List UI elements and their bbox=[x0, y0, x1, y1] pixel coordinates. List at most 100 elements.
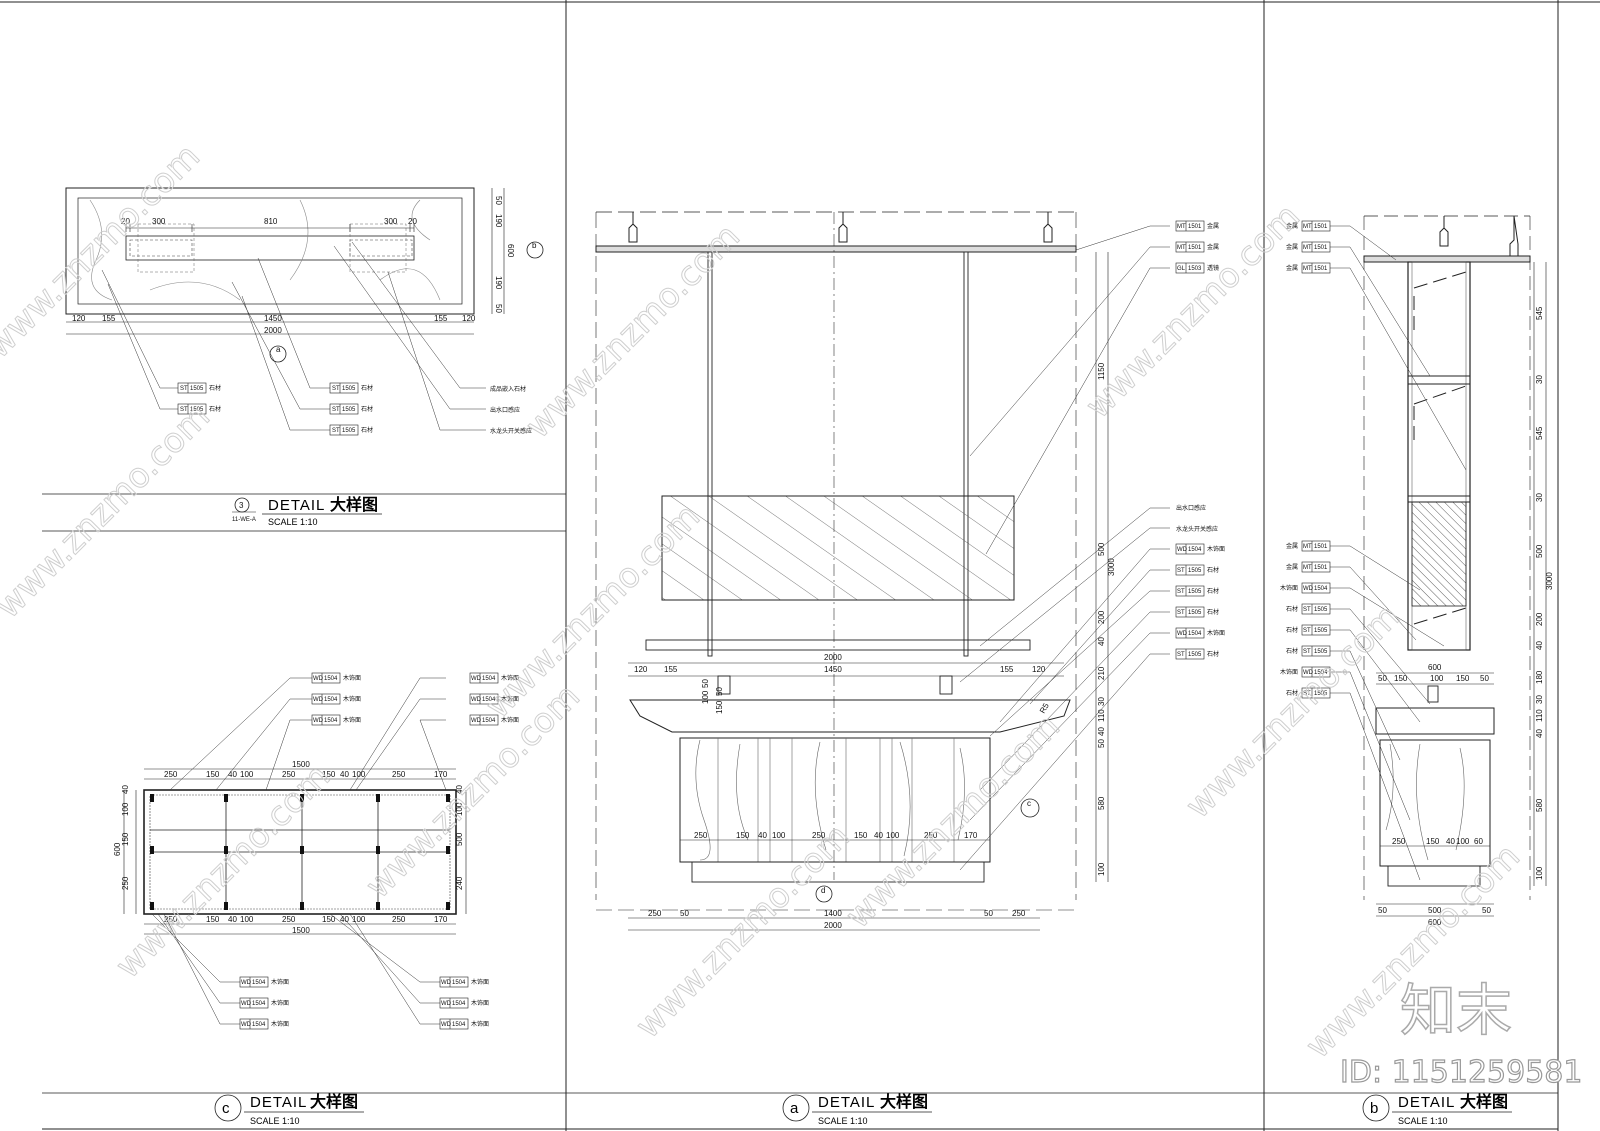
svg-text:MT: MT bbox=[1303, 544, 1312, 550]
svg-text:580: 580 bbox=[1535, 798, 1544, 812]
svg-text:WD: WD bbox=[1177, 547, 1188, 553]
svg-text:WD: WD bbox=[313, 676, 324, 682]
dim-label: 120 bbox=[72, 314, 86, 323]
dim-label: 1450 bbox=[264, 314, 282, 323]
svg-text:1505: 1505 bbox=[1188, 652, 1202, 658]
svg-text:1504: 1504 bbox=[452, 1022, 466, 1028]
svg-text:1500: 1500 bbox=[292, 926, 310, 935]
svg-text:100: 100 bbox=[352, 770, 366, 779]
dim-label: 50 bbox=[494, 304, 503, 313]
mirror-section bbox=[1411, 501, 1467, 607]
dim-label: 20 bbox=[121, 217, 130, 226]
svg-text:1450: 1450 bbox=[824, 665, 842, 674]
detail-scale: SCALE 1:10 bbox=[268, 517, 318, 527]
svg-text:WD: WD bbox=[241, 1001, 252, 1007]
svg-text:WD: WD bbox=[441, 980, 452, 986]
dim-label: 190 bbox=[494, 214, 503, 228]
svg-text:1501: 1501 bbox=[1314, 266, 1328, 272]
svg-text:1504: 1504 bbox=[452, 980, 466, 986]
svg-text:ST: ST bbox=[332, 428, 340, 434]
svg-text:1501: 1501 bbox=[1188, 245, 1202, 251]
svg-text:150: 150 bbox=[206, 915, 220, 924]
detail-scale: SCALE 1:10 bbox=[1398, 1116, 1448, 1126]
svg-text:250: 250 bbox=[392, 770, 406, 779]
svg-text:1504: 1504 bbox=[452, 1001, 466, 1007]
svg-text:石材: 石材 bbox=[1207, 608, 1219, 616]
svg-text:40: 40 bbox=[1097, 637, 1106, 646]
dim-label: 190 bbox=[494, 276, 503, 290]
detail-scale: SCALE 1:10 bbox=[250, 1116, 300, 1126]
svg-text:50: 50 bbox=[680, 909, 689, 918]
svg-text:155: 155 bbox=[664, 665, 678, 674]
brand-id: ID: 1151259581 bbox=[1340, 1055, 1582, 1090]
svg-text:木饰面: 木饰面 bbox=[343, 716, 361, 724]
svg-text:545: 545 bbox=[1535, 306, 1544, 320]
svg-text:250: 250 bbox=[121, 876, 130, 890]
svg-text:金属: 金属 bbox=[1286, 542, 1298, 550]
svg-text:金属: 金属 bbox=[1207, 243, 1219, 251]
detail-bubble-a bbox=[782, 1094, 810, 1122]
svg-text:50: 50 bbox=[1482, 906, 1491, 915]
svg-text:100: 100 bbox=[701, 690, 710, 704]
svg-text:250: 250 bbox=[392, 915, 406, 924]
svg-text:40: 40 bbox=[874, 831, 883, 840]
svg-text:ST: ST bbox=[1303, 691, 1311, 697]
section-marker-label: b bbox=[532, 241, 537, 250]
svg-text:木饰面: 木饰面 bbox=[271, 999, 289, 1007]
svg-text:ST: ST bbox=[332, 386, 340, 392]
svg-text:WD: WD bbox=[441, 1022, 452, 1028]
svg-text:30: 30 bbox=[1535, 493, 1544, 502]
svg-text:石材: 石材 bbox=[1286, 626, 1298, 634]
svg-text:WD: WD bbox=[1177, 631, 1188, 637]
svg-text:1501: 1501 bbox=[1314, 565, 1328, 571]
svg-text:1504: 1504 bbox=[1314, 586, 1328, 592]
section-marker-c[interactable] bbox=[1020, 798, 1040, 818]
svg-text:MT: MT bbox=[1303, 565, 1312, 571]
svg-text:40: 40 bbox=[1446, 837, 1455, 846]
svg-text:1504: 1504 bbox=[252, 1022, 266, 1028]
mirror-panel bbox=[661, 495, 1015, 601]
svg-text:600: 600 bbox=[1428, 918, 1442, 927]
svg-text:180: 180 bbox=[1535, 670, 1544, 684]
watermark-layer: www.znzmo.com www.znzmo.com www.znzmo.co… bbox=[0, 136, 1528, 1067]
svg-text:600: 600 bbox=[1428, 663, 1442, 672]
svg-text:250: 250 bbox=[694, 831, 708, 840]
svg-text:c: c bbox=[1027, 799, 1031, 808]
svg-text:40: 40 bbox=[228, 770, 237, 779]
svg-text:1505: 1505 bbox=[342, 407, 356, 413]
svg-text:200: 200 bbox=[1535, 612, 1544, 626]
svg-text:ST: ST bbox=[1177, 652, 1185, 658]
section-marker-a[interactable] bbox=[269, 345, 287, 363]
dim-label: 50 bbox=[494, 196, 503, 205]
svg-text:ST: ST bbox=[180, 407, 188, 413]
svg-text:40: 40 bbox=[1535, 729, 1544, 738]
svg-text:1504: 1504 bbox=[482, 718, 496, 724]
section-marker-label: a bbox=[276, 345, 281, 354]
svg-text:b: b bbox=[1370, 1100, 1379, 1117]
svg-text:150: 150 bbox=[736, 831, 750, 840]
svg-text:木饰面: 木饰面 bbox=[501, 716, 519, 724]
svg-text:150: 150 bbox=[854, 831, 868, 840]
svg-text:150: 150 bbox=[1456, 674, 1470, 683]
svg-text:40: 40 bbox=[455, 785, 464, 794]
svg-text:金属: 金属 bbox=[1286, 563, 1298, 571]
svg-text:250: 250 bbox=[282, 915, 296, 924]
svg-text:100: 100 bbox=[772, 831, 786, 840]
svg-text:40: 40 bbox=[228, 915, 237, 924]
svg-text:WD: WD bbox=[241, 980, 252, 986]
svg-text:100: 100 bbox=[240, 915, 254, 924]
svg-text:1505: 1505 bbox=[1314, 691, 1328, 697]
svg-text:1505: 1505 bbox=[1188, 589, 1202, 595]
section-marker-d[interactable] bbox=[815, 885, 833, 903]
svg-text:ST: ST bbox=[180, 386, 188, 392]
detail-bubble-ref: 11-WE-A bbox=[232, 517, 256, 523]
svg-text:www.znzmo.com: www.znzmo.com bbox=[358, 676, 588, 906]
svg-text:木饰面: 木饰面 bbox=[1207, 629, 1225, 637]
svg-text:木饰面: 木饰面 bbox=[1280, 584, 1298, 592]
svg-text:250: 250 bbox=[1392, 837, 1406, 846]
section-marker-b[interactable] bbox=[526, 241, 544, 259]
svg-text:250: 250 bbox=[1012, 909, 1026, 918]
